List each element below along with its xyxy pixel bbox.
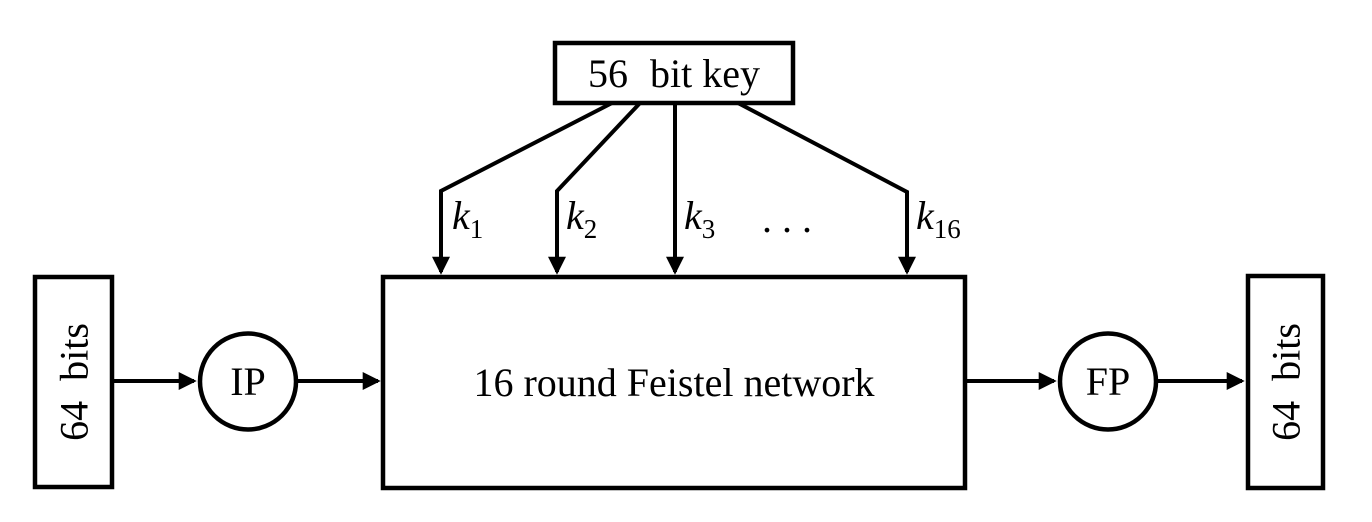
round-key-arrow-k16 (737, 101, 916, 275)
round-key-label-k3: k3 (684, 193, 715, 244)
input-bits-label: 64bits (51, 323, 96, 441)
round-key-label-k1: k1 (452, 193, 483, 244)
feistel-box (380, 274, 968, 491)
ip-label: IP (230, 359, 266, 404)
round-key-arrow-k2 (548, 101, 642, 275)
round-key-label-k2: k2 (566, 193, 597, 244)
feistel-box-label: 16 round Feistel network (473, 360, 874, 405)
fp-label: FP (1086, 359, 1131, 404)
output-bits-box (1245, 273, 1326, 491)
round-key-label-k16: k16 (916, 193, 961, 244)
round-key-arrow-k1 (432, 101, 613, 275)
output-bits-label: 64bits (1263, 323, 1308, 441)
round-keys-ellipsis: . . . (762, 196, 812, 241)
input-bits-box (32, 274, 115, 490)
